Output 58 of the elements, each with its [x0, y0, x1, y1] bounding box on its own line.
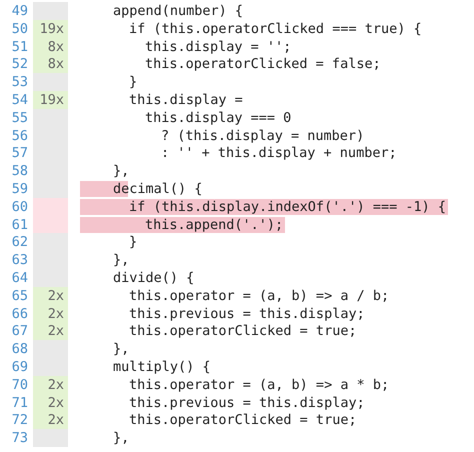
line-number: 54	[10, 91, 28, 109]
code-line: : '' + this.display + number;	[161, 144, 397, 162]
line-number: 53	[10, 73, 28, 92]
hit-count: 8x	[33, 38, 68, 56]
hit-count: 2x	[33, 376, 68, 394]
line-number: 64	[10, 269, 28, 287]
line-number: 72	[10, 411, 28, 430]
line-number: 60	[10, 198, 28, 216]
code-line: this.operatorClicked = false;	[145, 55, 381, 74]
line-number: 52	[10, 55, 28, 74]
code-line: this.display =	[129, 91, 243, 109]
code-line: this.operator = (a, b) => a / b;	[129, 286, 390, 305]
code-line: decimal() {	[113, 180, 202, 198]
line-number: 55	[10, 108, 28, 127]
code-line: ? (this.display = number)	[161, 126, 364, 145]
line-number: 59	[10, 180, 28, 198]
hit-count: 2x	[33, 322, 68, 341]
code-line: this.display === 0	[145, 108, 292, 127]
code-line: multiply() {	[113, 358, 211, 376]
line-number: 65	[10, 286, 28, 305]
line-number: 67	[10, 322, 28, 340]
code-line: },	[113, 429, 130, 448]
code-line: append(number) {	[113, 2, 244, 20]
line-number: 57	[10, 144, 28, 162]
hit-count: 2x	[33, 286, 68, 305]
code-line: if (this.operatorClicked === true) {	[129, 20, 422, 38]
hit-count: 19x	[33, 20, 68, 38]
code-line: },	[113, 340, 130, 358]
hit-count: 2x	[33, 304, 68, 323]
line-number: 68	[10, 340, 28, 358]
code-line: },	[113, 251, 130, 270]
code-line: this.operatorClicked = true;	[129, 411, 357, 430]
line-number: 70	[10, 376, 28, 394]
line-number: 73	[10, 429, 28, 448]
line-number: 49	[10, 2, 28, 20]
line-number: 61	[10, 216, 28, 234]
code-line: divide() {	[113, 269, 194, 287]
line-number: 69	[10, 358, 28, 376]
line-number: 66	[10, 304, 28, 323]
hit-count: 2x	[33, 411, 68, 430]
code-line: this.previous = this.display;	[129, 394, 365, 412]
hit-count: 2x	[33, 394, 68, 412]
line-number: 58	[10, 162, 28, 180]
code-line: }	[129, 233, 138, 252]
code-line: this.previous = this.display;	[129, 304, 365, 323]
hit-count: 19x	[33, 91, 68, 110]
line-number: 51	[10, 38, 28, 56]
line-number: 71	[10, 394, 28, 412]
line-number: 50	[10, 20, 28, 38]
code-line: this.operator = (a, b) => a * b;	[129, 376, 390, 394]
hit-count: 8x	[33, 55, 68, 74]
line-number: 62	[10, 233, 28, 252]
code-line: }	[129, 73, 138, 92]
code-line: this.operatorClicked = true;	[129, 322, 357, 340]
code-line: },	[113, 162, 130, 180]
code-line: this.display = '';	[145, 38, 292, 56]
line-number: 56	[10, 126, 28, 145]
line-number: 63	[10, 251, 28, 270]
